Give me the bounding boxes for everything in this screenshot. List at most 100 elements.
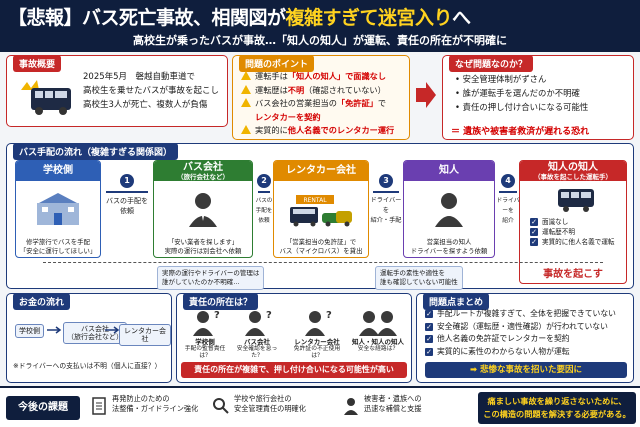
check-icon: ✓ (530, 218, 538, 226)
crashed-bus-icon (21, 80, 71, 115)
future-banner: 痛ましい事故を繰り返さないために、 この構造の問題を解決する必要がある。 (478, 392, 636, 424)
why-list: • 安全管理体制がずさん • 誰が運転手を選んだのか不明確 • 責任の押し付け合… (455, 72, 588, 114)
summary-item-text: 手配ルートが複雑すぎて、全体を把握できていない (437, 309, 616, 318)
overview-line: 高校生3人が死亡、複数人が負傷 (83, 100, 208, 110)
flow-panel: バス手配の流れ（複雑すぎる関係図） 学校側 修学旅行でバスを手配 「安全に運行し… (6, 143, 634, 290)
summary-item-text: 安全確認（運転歴・適性確認）が行われていない (437, 321, 608, 331)
resp-person: ? 学校側 手配の監督責任は？ (183, 308, 227, 360)
node-acquaintance-title: 知人 (404, 161, 494, 181)
money-panel: お金の流れ 学校側 バス会社 （旅行会社など） レンタカー会社 ※ドライバーへの… (6, 293, 172, 383)
step-number: 4 (501, 174, 515, 188)
driver-check-item: ✓運転歴不明 (530, 227, 615, 237)
warning-icon (241, 98, 251, 107)
why-item-text: 責任の押し付け合いになる可能性 (462, 102, 589, 112)
node-bus-company-caption: 「安い業者を探します」 実際の運行は別会社へ依頼 (164, 238, 242, 255)
why-panel: なぜ問題なのか？ • 安全管理体制がずさん • 誰が運転手を選んだのか不明確 •… (442, 55, 634, 140)
flow-tag: バス手配の流れ（複雑すぎる関係図） (13, 143, 179, 160)
warning-icon (241, 71, 251, 80)
resp-person: 知人・知人の知人 安全な経路は？ (349, 308, 407, 353)
page-subtitle: 高校生が乗ったバスが事故…「知人の知人」が運転、責任の所在が不明確に (133, 34, 507, 47)
title-highlight: 複雑すぎて迷宮入り (285, 7, 453, 29)
step-label: ドライバーを 紹介 (496, 198, 520, 224)
people-support-icon (344, 398, 358, 415)
point-emphasis: 「免許証」 (336, 98, 378, 108)
point-text: 運転歴は (255, 84, 288, 95)
right-arrow-icon (373, 191, 399, 193)
responsibility-tag: 責任の所在は？ (183, 293, 259, 310)
summary-panel: 問題点まとめ ✓手配ルートが複雑すぎて、全体を把握できていない ✓安全確認（運転… (416, 293, 634, 383)
overview-tag: 事故概要 (13, 55, 62, 72)
rental-sign-text: RENTAL (303, 197, 327, 204)
why-item: • 責任の押し付け合いになる可能性 (455, 102, 589, 112)
driver-check-item: ✓実質的に他人名義で運転 (530, 237, 615, 247)
node-bus-company: バス会社（旅行会社など） 「安い業者を探します」 実際の運行は別会社へ依頼 (153, 160, 253, 258)
title-bar: 【悲報】バス死亡事故、相関図が複雑すぎて迷宮入りへ 高校生が乗ったバスが事故…「… (0, 0, 640, 52)
node-driver-name: 知人の知人 (548, 162, 598, 173)
school-building-icon (37, 193, 79, 225)
summary-item: ✓ 手配ルートが複雑すぎて、全体を把握できていない (425, 308, 616, 321)
page-title: 【悲報】バス死亡事故、相関図が複雑すぎて迷宮入りへ (8, 3, 471, 30)
node-driver-title: 知人の知人（事故を起こした運転手） (520, 161, 626, 181)
node-rental-company: レンタカー会社 RENTAL 「営業担当の免許証」で バス（マイクロバス）を貸出 (273, 160, 369, 258)
point-emphasis: 他人名義でのレンタカー運行 (287, 125, 395, 135)
summary-item-text: 実質的に素性のわからない人物が運転 (437, 346, 570, 356)
overview-line: 2025年5月 磐越自動車道で (83, 72, 196, 82)
check-icon: ✓ (425, 310, 433, 318)
step-label: バスの手配を 依頼 (255, 198, 273, 224)
why-tag: なぜ問題なのか？ (449, 55, 534, 72)
point-text: 運転手は (255, 71, 288, 81)
resp-person-desc: 安全な経路は？ (357, 346, 399, 352)
driver-check-item: ✓ 面識なし (530, 217, 615, 227)
questioning-person-icon: ? (245, 310, 272, 336)
money-tag: お金の流れ (13, 293, 71, 310)
summary-item-text: 他人名義の免許証でレンタカーを契約 (437, 334, 570, 343)
driver-check-text: 運転歴不明 (542, 228, 575, 236)
title-suffix: へ (452, 7, 471, 29)
point-text: （確認されていない） (304, 84, 386, 95)
step-label: バスの手配を 依頼 (106, 197, 148, 215)
driver-result: 事故を起こす (543, 269, 603, 280)
money-box-bus-company: バス会社 （旅行会社など） (63, 322, 127, 344)
why-item-text: 誰が運転手を選んだのか不明確 (462, 88, 580, 98)
responsibility-panel: 責任の所在は？ ? 学校側 手配の監督責任は？ ? バス会社 安全確認を怠った？… (176, 293, 412, 383)
right-arrow-icon (499, 191, 517, 193)
node-acquaintance-caption: 営業担当の知人 ドライバーを探すよう依頼 (410, 238, 488, 255)
future-bar: 今後の課題 再発防止のための 法整備・ガイドライン強化 学校や旅行会社の 安全管… (0, 386, 640, 427)
flow-step-1: 1 バスの手配を 依頼 (102, 174, 152, 216)
step-number: 1 (120, 174, 134, 188)
point-text: 実質的に (255, 125, 288, 135)
why-item: • 誰が運転手を選んだのか不明確 (455, 88, 580, 98)
future-item: 再発防止のための 法整備・ガイドライン強化 (112, 394, 199, 413)
step-label: ドライバーを 紹介・手配 (370, 197, 402, 224)
point-item: 実質的に他人名義でのレンタカー運行 (241, 124, 394, 138)
resp-person-name: バス会社 (244, 338, 270, 346)
rental-shop-icon: RENTAL (290, 195, 352, 227)
flow-note-unchecked: 運転手の素性や適性を 誰も確認していない可能性 (375, 266, 463, 290)
check-icon: ✓ (425, 347, 433, 356)
summary-list: ✓手配ルートが複雑すぎて、全体を把握できていない ✓安全確認（運転歴・適性確認）… (425, 308, 616, 358)
point-emphasis: 不明 (287, 84, 305, 95)
node-rental-title: レンタカー会社 (274, 161, 368, 181)
big-right-arrow-icon (416, 82, 436, 108)
resp-person-name: レンタカー会社 (294, 338, 340, 346)
point-item: バス会社の営業担当の「免許証」で (241, 97, 394, 111)
point-emphasis: レンタカーを契約 (255, 111, 321, 122)
node-bus-company-name: バス会社 (183, 162, 223, 173)
step-number: 3 (379, 174, 393, 188)
arrow-right-icon (105, 326, 120, 334)
questioning-person-icon: ? (305, 310, 332, 336)
resp-person: ? レンタカー会社 免許証の不正使用は？ (289, 308, 345, 360)
document-icon (92, 397, 106, 415)
resp-person-desc: 免許証の不正使用は？ (293, 346, 341, 359)
point-text: で (377, 98, 387, 108)
driver-check-text: 面識なし (542, 218, 569, 226)
summary-item: ✓安全確認（運転歴・適性確認）が行われていない (425, 321, 616, 334)
points-tag: 問題のポイント (239, 55, 315, 72)
right-arrow-icon (258, 191, 270, 193)
dashed-connector (43, 262, 603, 263)
points-panel: 問題のポイント 運転手は「知人の知人」で面識なし 運転歴は不明（確認されていない… (232, 55, 410, 140)
point-text: バス会社の営業担当の (255, 98, 337, 108)
point-emphasis: 「知人の知人」で面識なし (287, 71, 387, 81)
resp-person: ? バス会社 安全確認を怠った？ (235, 308, 279, 360)
node-driver: 知人の知人（事故を起こした運転手） ✓ 面識なし ✓運転歴不明 ✓実質的に他人名義… (519, 160, 627, 284)
